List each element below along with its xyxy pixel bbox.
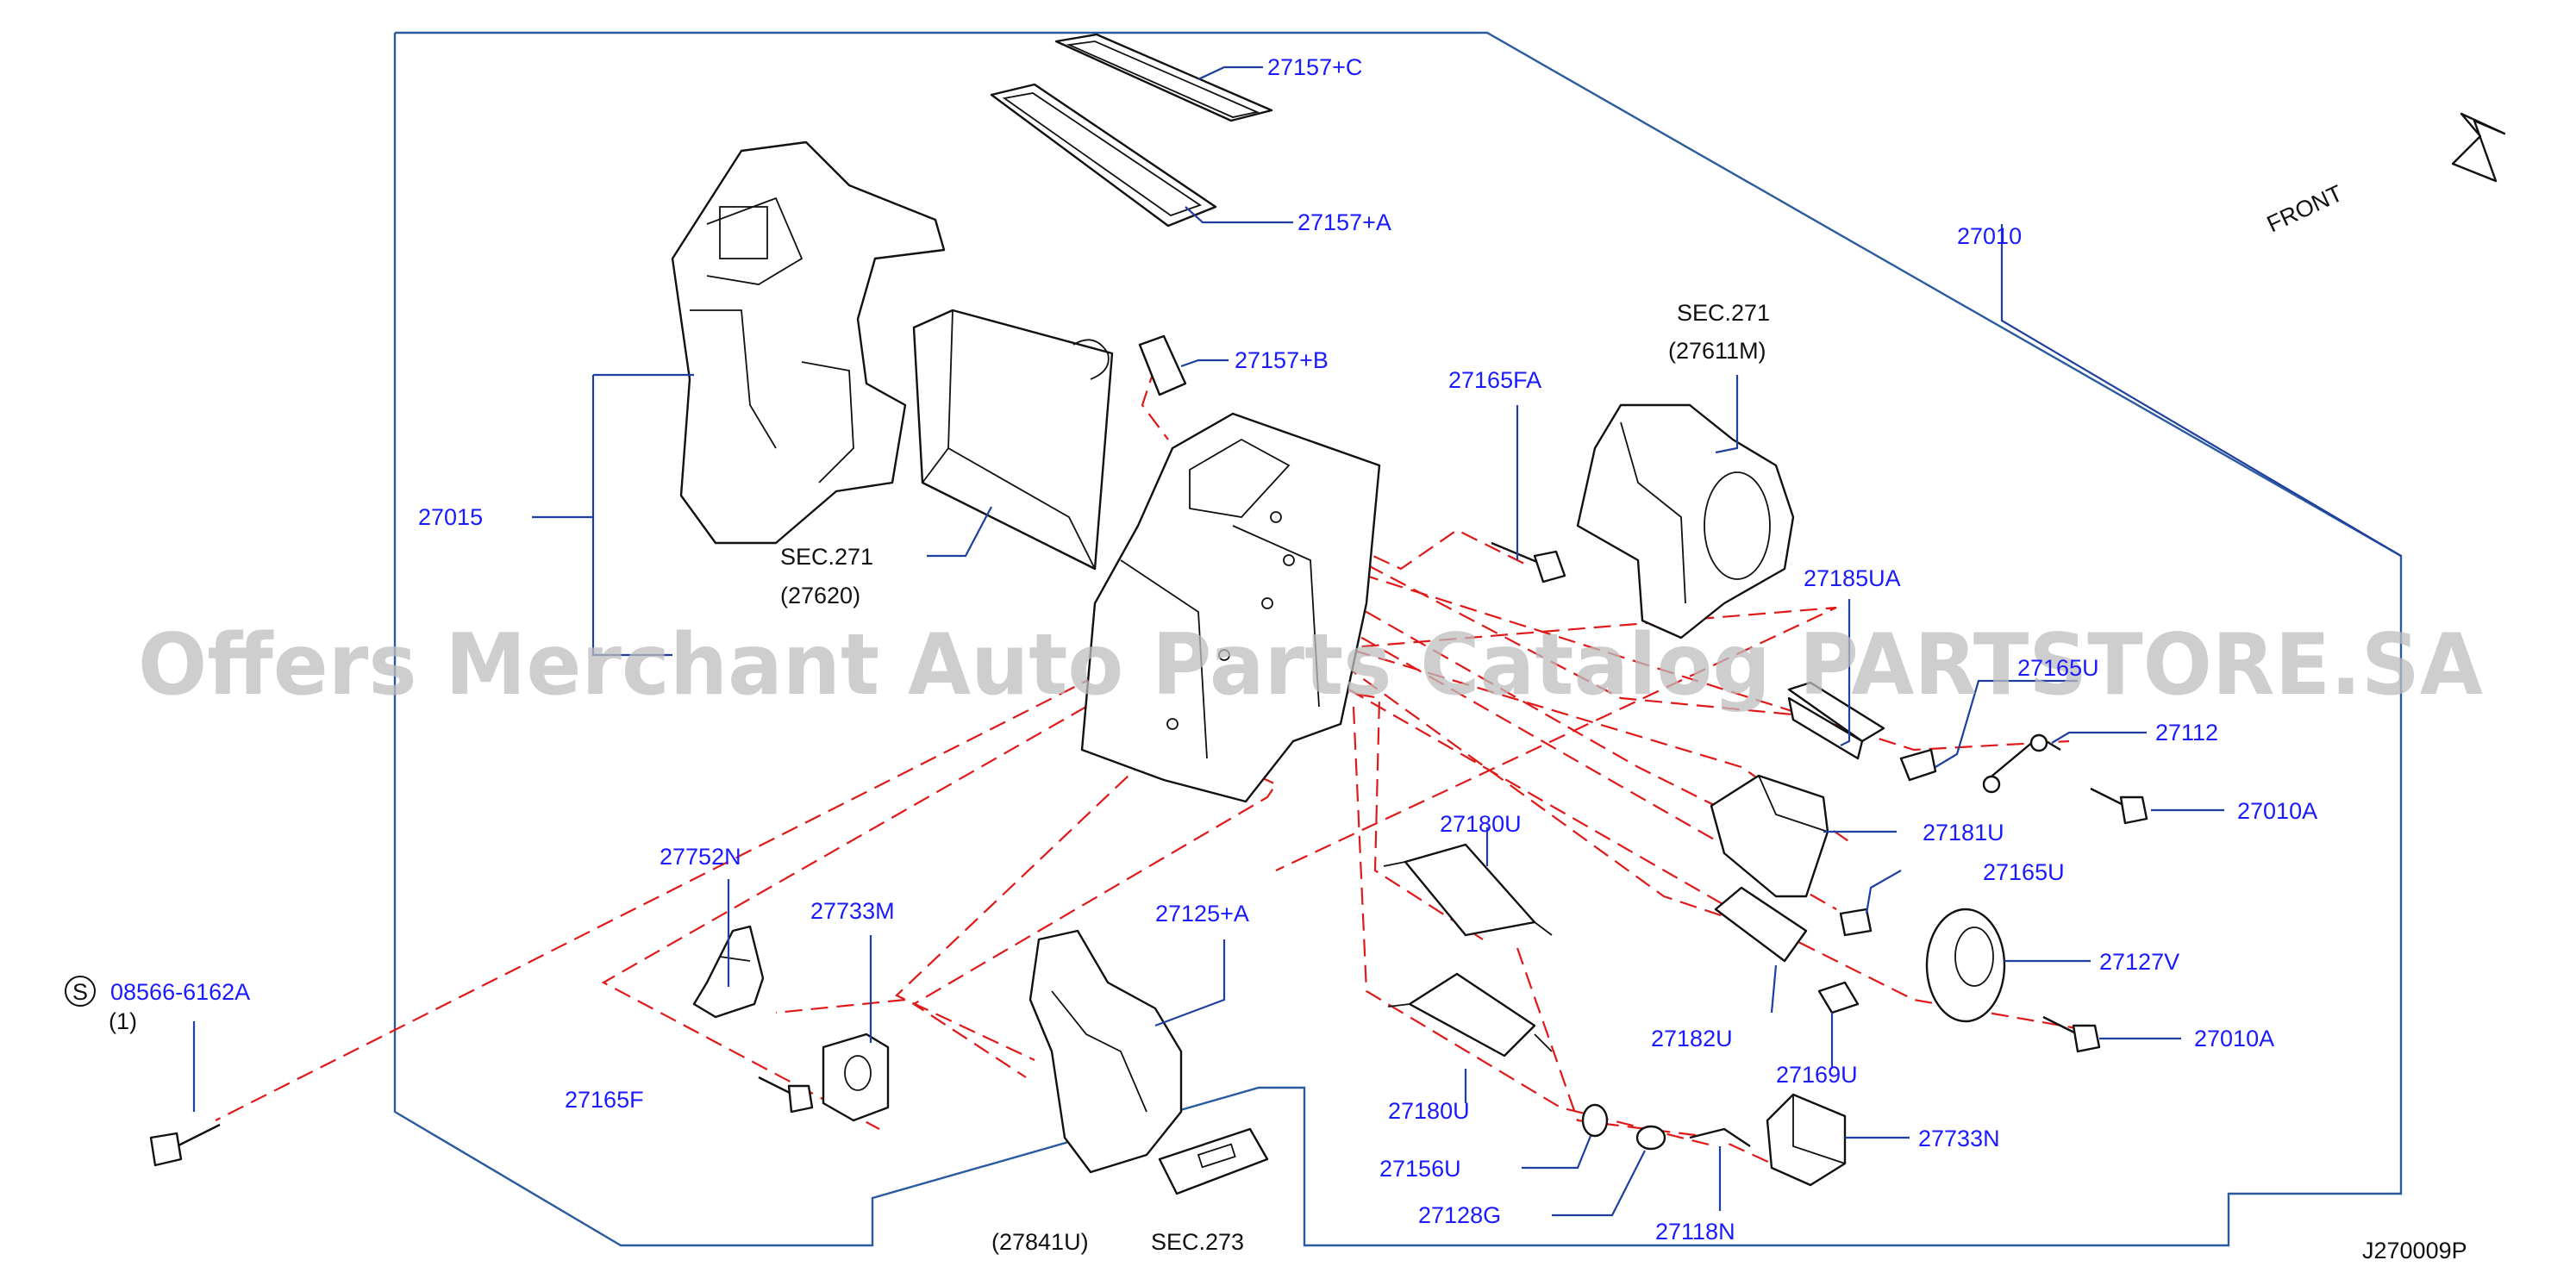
label-front: FRONT xyxy=(2263,180,2347,237)
part-27156u-grommet xyxy=(1581,1103,1609,1138)
leader-lines xyxy=(192,66,2402,1217)
label-27118n[interactable]: 27118N xyxy=(1655,1219,1735,1245)
part-27611m-blower-duct xyxy=(1576,403,1795,640)
label-27733n[interactable]: 27733N xyxy=(1918,1126,2000,1151)
part-27118n-cable xyxy=(1689,1127,1751,1147)
label-sec271-a[interactable]: SEC.271 xyxy=(780,544,873,570)
label-27165u-top[interactable]: 27165U xyxy=(2017,655,2099,681)
part-27112-lever xyxy=(1982,733,2061,794)
part-27733m-motor xyxy=(822,1033,890,1122)
label-27010[interactable]: 27010 xyxy=(1957,223,2022,249)
label-27182u[interactable]: 27182U xyxy=(1651,1026,1733,1051)
label-27733m[interactable]: 27733M xyxy=(810,898,895,924)
part-27620-evaporator-core xyxy=(912,309,1114,571)
part-27181u-panel xyxy=(1710,774,1829,898)
drawing-code: J270009P xyxy=(2362,1238,2467,1263)
label-27165f[interactable]: 27165F xyxy=(565,1087,644,1113)
screw-mark-circle xyxy=(65,976,96,1007)
label-27015[interactable]: 27015 xyxy=(418,504,483,530)
label-screw-qty: (1) xyxy=(109,1008,137,1034)
part-27157b-clip xyxy=(1138,334,1187,396)
label-27157b[interactable]: 27157+B xyxy=(1235,347,1329,373)
label-screw-mark: S xyxy=(72,979,88,1005)
part-27165fa-bolt xyxy=(1491,541,1566,583)
label-27752n[interactable]: 27752N xyxy=(660,844,741,870)
label-27010a-1[interactable]: 27010A xyxy=(2237,798,2317,824)
part-27015-duct-housing xyxy=(671,140,946,545)
part-08566-screw xyxy=(149,1123,221,1167)
part-27125a-duct xyxy=(1029,929,1183,1174)
part-27165u-top-link xyxy=(1899,748,1937,782)
label-27112[interactable]: 27112 xyxy=(2155,720,2218,746)
part-27841u-vent xyxy=(1158,1127,1269,1195)
label-27165u[interactable]: 27165U xyxy=(1983,859,2065,885)
part-27182u-door xyxy=(1714,886,1808,963)
label-27185ua[interactable]: 27185UA xyxy=(1804,565,1901,591)
part-27733n-motor xyxy=(1766,1093,1847,1187)
label-27180u-2[interactable]: 27180U xyxy=(1388,1098,1470,1124)
label-27180u-1[interactable]: 27180U xyxy=(1440,811,1522,837)
part-27169u-clip xyxy=(1817,981,1860,1014)
part-labels: 27157+C 27157+A 27157+B 27015 SEC.271 (2… xyxy=(65,54,2467,1263)
label-27165fa[interactable]: 27165FA xyxy=(1448,367,1541,393)
label-27010a-2[interactable]: 27010A xyxy=(2194,1026,2274,1051)
label-sec271-a-sub[interactable]: (27620) xyxy=(780,583,860,608)
part-27010a-bolt-2 xyxy=(2042,1015,2101,1053)
watermark-text: Offers Merchant Auto Parts Catalog PARTS… xyxy=(138,616,2483,714)
part-27180u-door-lower xyxy=(1387,972,1553,1058)
label-27125a[interactable]: 27125+A xyxy=(1155,901,1249,926)
part-27010a-bolt-1 xyxy=(2090,787,2148,825)
label-27157c[interactable]: 27157+C xyxy=(1267,54,1362,80)
part-27157a-filter xyxy=(990,83,1217,228)
part-27180u-door-upper xyxy=(1383,843,1553,937)
label-sec271-b-sub[interactable]: (27611M) xyxy=(1668,338,1766,364)
part-27127v-link-wheel xyxy=(1925,908,2006,1023)
label-27157a[interactable]: 27157+A xyxy=(1297,209,1391,235)
label-08566-6162a[interactable]: 08566-6162A xyxy=(110,979,250,1005)
part-27128g-sensor xyxy=(1635,1125,1666,1151)
label-sec271-b[interactable]: SEC.271 xyxy=(1677,300,1770,326)
assembly-boundary xyxy=(393,31,2403,1247)
label-27128g[interactable]: 27128G xyxy=(1418,1202,1501,1228)
label-27127v[interactable]: 27127V xyxy=(2099,949,2179,975)
part-27157c-filter xyxy=(1054,33,1273,122)
label-sec273[interactable]: SEC.273 xyxy=(1151,1229,1244,1255)
part-heater-unit-housing xyxy=(1080,412,1381,803)
part-27165f-screw xyxy=(758,1076,814,1114)
part-27165u-link xyxy=(1839,908,1873,937)
label-27169u[interactable]: 27169U xyxy=(1776,1062,1858,1088)
label-27841u[interactable]: (27841U) xyxy=(991,1229,1089,1255)
front-arrow-icon xyxy=(2451,112,2506,183)
label-27181u[interactable]: 27181U xyxy=(1923,820,2004,845)
label-27156u[interactable]: 27156U xyxy=(1379,1156,1461,1182)
